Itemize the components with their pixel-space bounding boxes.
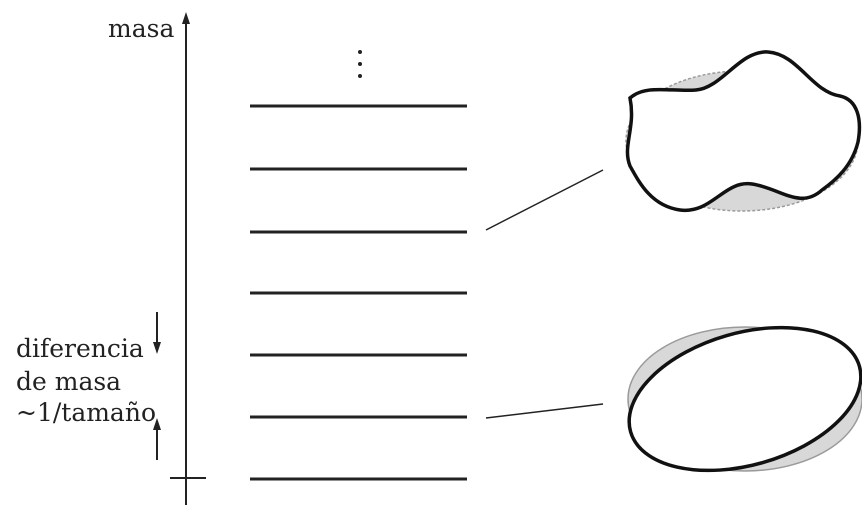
continuation-dots xyxy=(358,50,362,78)
energy-levels xyxy=(250,106,467,479)
continuation-dot xyxy=(358,74,362,78)
mass-gap-label-line3: ~1/tamaño xyxy=(16,400,156,425)
connector-line-excited xyxy=(486,170,603,230)
continuation-dot xyxy=(358,62,362,66)
ellipse-string-outline xyxy=(612,303,862,495)
excited-string-shape xyxy=(626,52,859,211)
mass-axis-arrowhead xyxy=(182,12,190,24)
connector-line-ground xyxy=(486,404,603,418)
mass-axis-label: masa xyxy=(108,16,174,41)
ground-string-shape xyxy=(612,303,862,495)
continuation-dot xyxy=(358,50,362,54)
gap-arrow-down-head xyxy=(153,342,161,354)
mass-gap-label-line2: de masa xyxy=(16,369,121,394)
mass-gap-arrows xyxy=(153,312,161,460)
mass-gap-label-line1: diferencia xyxy=(16,336,144,361)
mass-axis xyxy=(170,12,206,505)
